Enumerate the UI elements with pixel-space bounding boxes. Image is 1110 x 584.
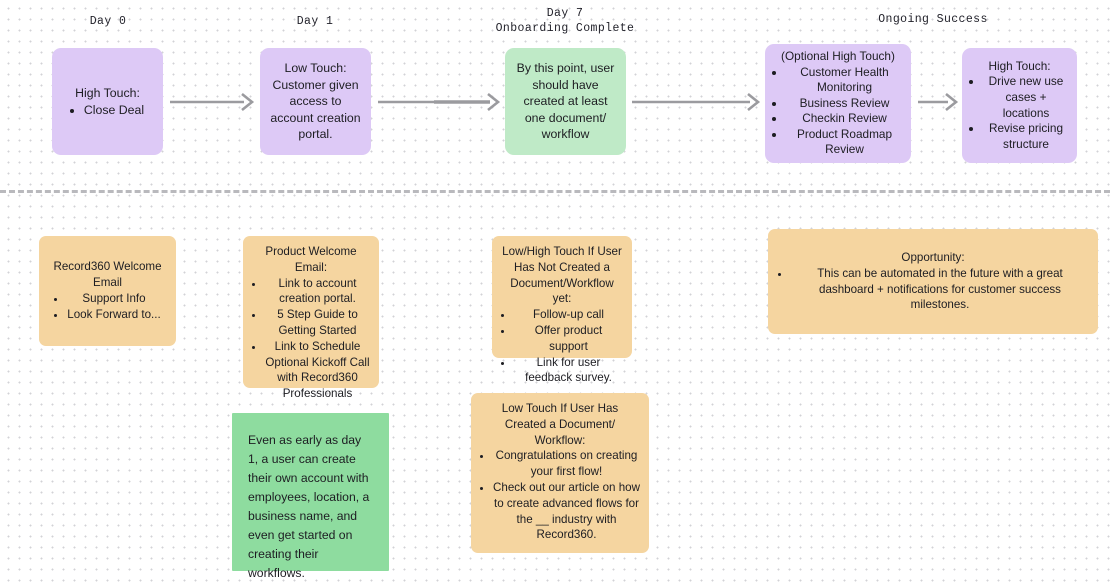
note-bullets: Congratulations on creating your first f… bbox=[480, 448, 640, 543]
bullet-item: Drive new use cases + locations bbox=[983, 74, 1069, 121]
note-bullets: Support Info Look Forward to... bbox=[54, 291, 160, 323]
note-bullets: Follow-up call Offer product support Lin… bbox=[501, 307, 623, 386]
bullet-item: Business Review bbox=[786, 96, 903, 112]
bullet-item: Support Info bbox=[67, 291, 160, 307]
note-record360-welcome-email[interactable]: Record360 Welcome Email Support Info Loo… bbox=[39, 236, 176, 346]
flow-node-heading: High Touch: bbox=[75, 86, 140, 101]
bullet-item: Customer Health Monitoring bbox=[786, 65, 903, 96]
phase-label-day-7: Day 7 Onboarding Complete bbox=[495, 7, 635, 35]
arrow-ongoing-expansion bbox=[918, 92, 959, 112]
flow-node-bullets: Drive new use cases + locations Revise p… bbox=[970, 74, 1069, 152]
note-opportunity[interactable]: Opportunity: This can be automated in th… bbox=[768, 229, 1098, 334]
bullet-item: This can be automated in the future with… bbox=[791, 266, 1089, 313]
note-bullets: Link to account creation portal. 5 Step … bbox=[252, 276, 370, 402]
bullet-item: Checkin Review bbox=[786, 111, 903, 127]
bullet-item: Link to account creation portal. bbox=[265, 276, 370, 308]
bullet-item: Revise pricing structure bbox=[983, 121, 1069, 152]
bullet-item: Follow-up call bbox=[514, 307, 623, 323]
section-divider bbox=[0, 190, 1110, 193]
bullet-item: Check out our article on how to create a… bbox=[493, 480, 640, 543]
note-heading: Low Touch If User Has Created a Document… bbox=[501, 402, 619, 447]
note-early-self-serve[interactable]: Even as early as day 1, a user can creat… bbox=[232, 413, 389, 580]
bullet-item: Product Roadmap Review bbox=[786, 127, 903, 158]
note-heading: Even as early as day 1, a user can creat… bbox=[248, 433, 370, 580]
flow-node-bullets: Close Deal bbox=[71, 102, 144, 118]
bullet-item: 5 Step Guide to Getting Started bbox=[265, 307, 370, 339]
flow-node-account-access[interactable]: Low Touch: Customer given access to acco… bbox=[260, 48, 371, 155]
bullet-item: Congratulations on creating your first f… bbox=[493, 448, 640, 480]
flow-node-heading: (Optional High Touch) bbox=[781, 48, 895, 63]
bullet-item: Offer product support bbox=[514, 323, 623, 355]
note-heading: Record360 Welcome Email bbox=[53, 260, 162, 290]
note-bullets: This can be automated in the future with… bbox=[777, 266, 1089, 313]
flow-node-heading: By this point, user should have created … bbox=[516, 61, 615, 142]
note-has-created[interactable]: Low Touch If User Has Created a Document… bbox=[471, 393, 649, 553]
arrow-day1-day7 bbox=[378, 92, 501, 112]
note-heading: Opportunity: bbox=[901, 250, 965, 264]
flow-node-heading: Low Touch: Customer given access to acco… bbox=[270, 61, 361, 142]
flow-node-bullets: Customer Health Monitoring Business Revi… bbox=[773, 65, 903, 159]
bullet-item: Link to Schedule Optional Kickoff Call w… bbox=[265, 339, 370, 402]
arrow-day0-day1 bbox=[170, 92, 255, 112]
note-heading: Low/High Touch If User Has Not Created a… bbox=[502, 245, 622, 306]
flow-node-close-deal[interactable]: High Touch: Close Deal bbox=[52, 48, 163, 155]
flow-node-expansion[interactable]: High Touch: Drive new use cases + locati… bbox=[962, 48, 1077, 163]
phase-label-day-1: Day 1 bbox=[296, 15, 334, 28]
phase-label-ongoing-success: Ongoing Success bbox=[878, 13, 988, 26]
arrow-day7-ongoing bbox=[632, 92, 761, 112]
flow-node-onboarding-complete[interactable]: By this point, user should have created … bbox=[505, 48, 626, 155]
bullet-item: Look Forward to... bbox=[67, 307, 160, 323]
flow-node-heading: High Touch: bbox=[988, 58, 1051, 73]
bullet-item: Link for user feedback survey. bbox=[514, 355, 623, 387]
flow-node-optional-high-touch[interactable]: (Optional High Touch) Customer Health Mo… bbox=[765, 44, 911, 163]
bullet-item: Close Deal bbox=[84, 102, 144, 118]
note-not-created-yet[interactable]: Low/High Touch If User Has Not Created a… bbox=[492, 236, 632, 384]
phase-label-day-0: Day 0 bbox=[89, 15, 127, 28]
note-heading: Product Welcome Email: bbox=[265, 245, 357, 274]
note-product-welcome-email[interactable]: Product Welcome Email: Link to account c… bbox=[243, 236, 379, 400]
